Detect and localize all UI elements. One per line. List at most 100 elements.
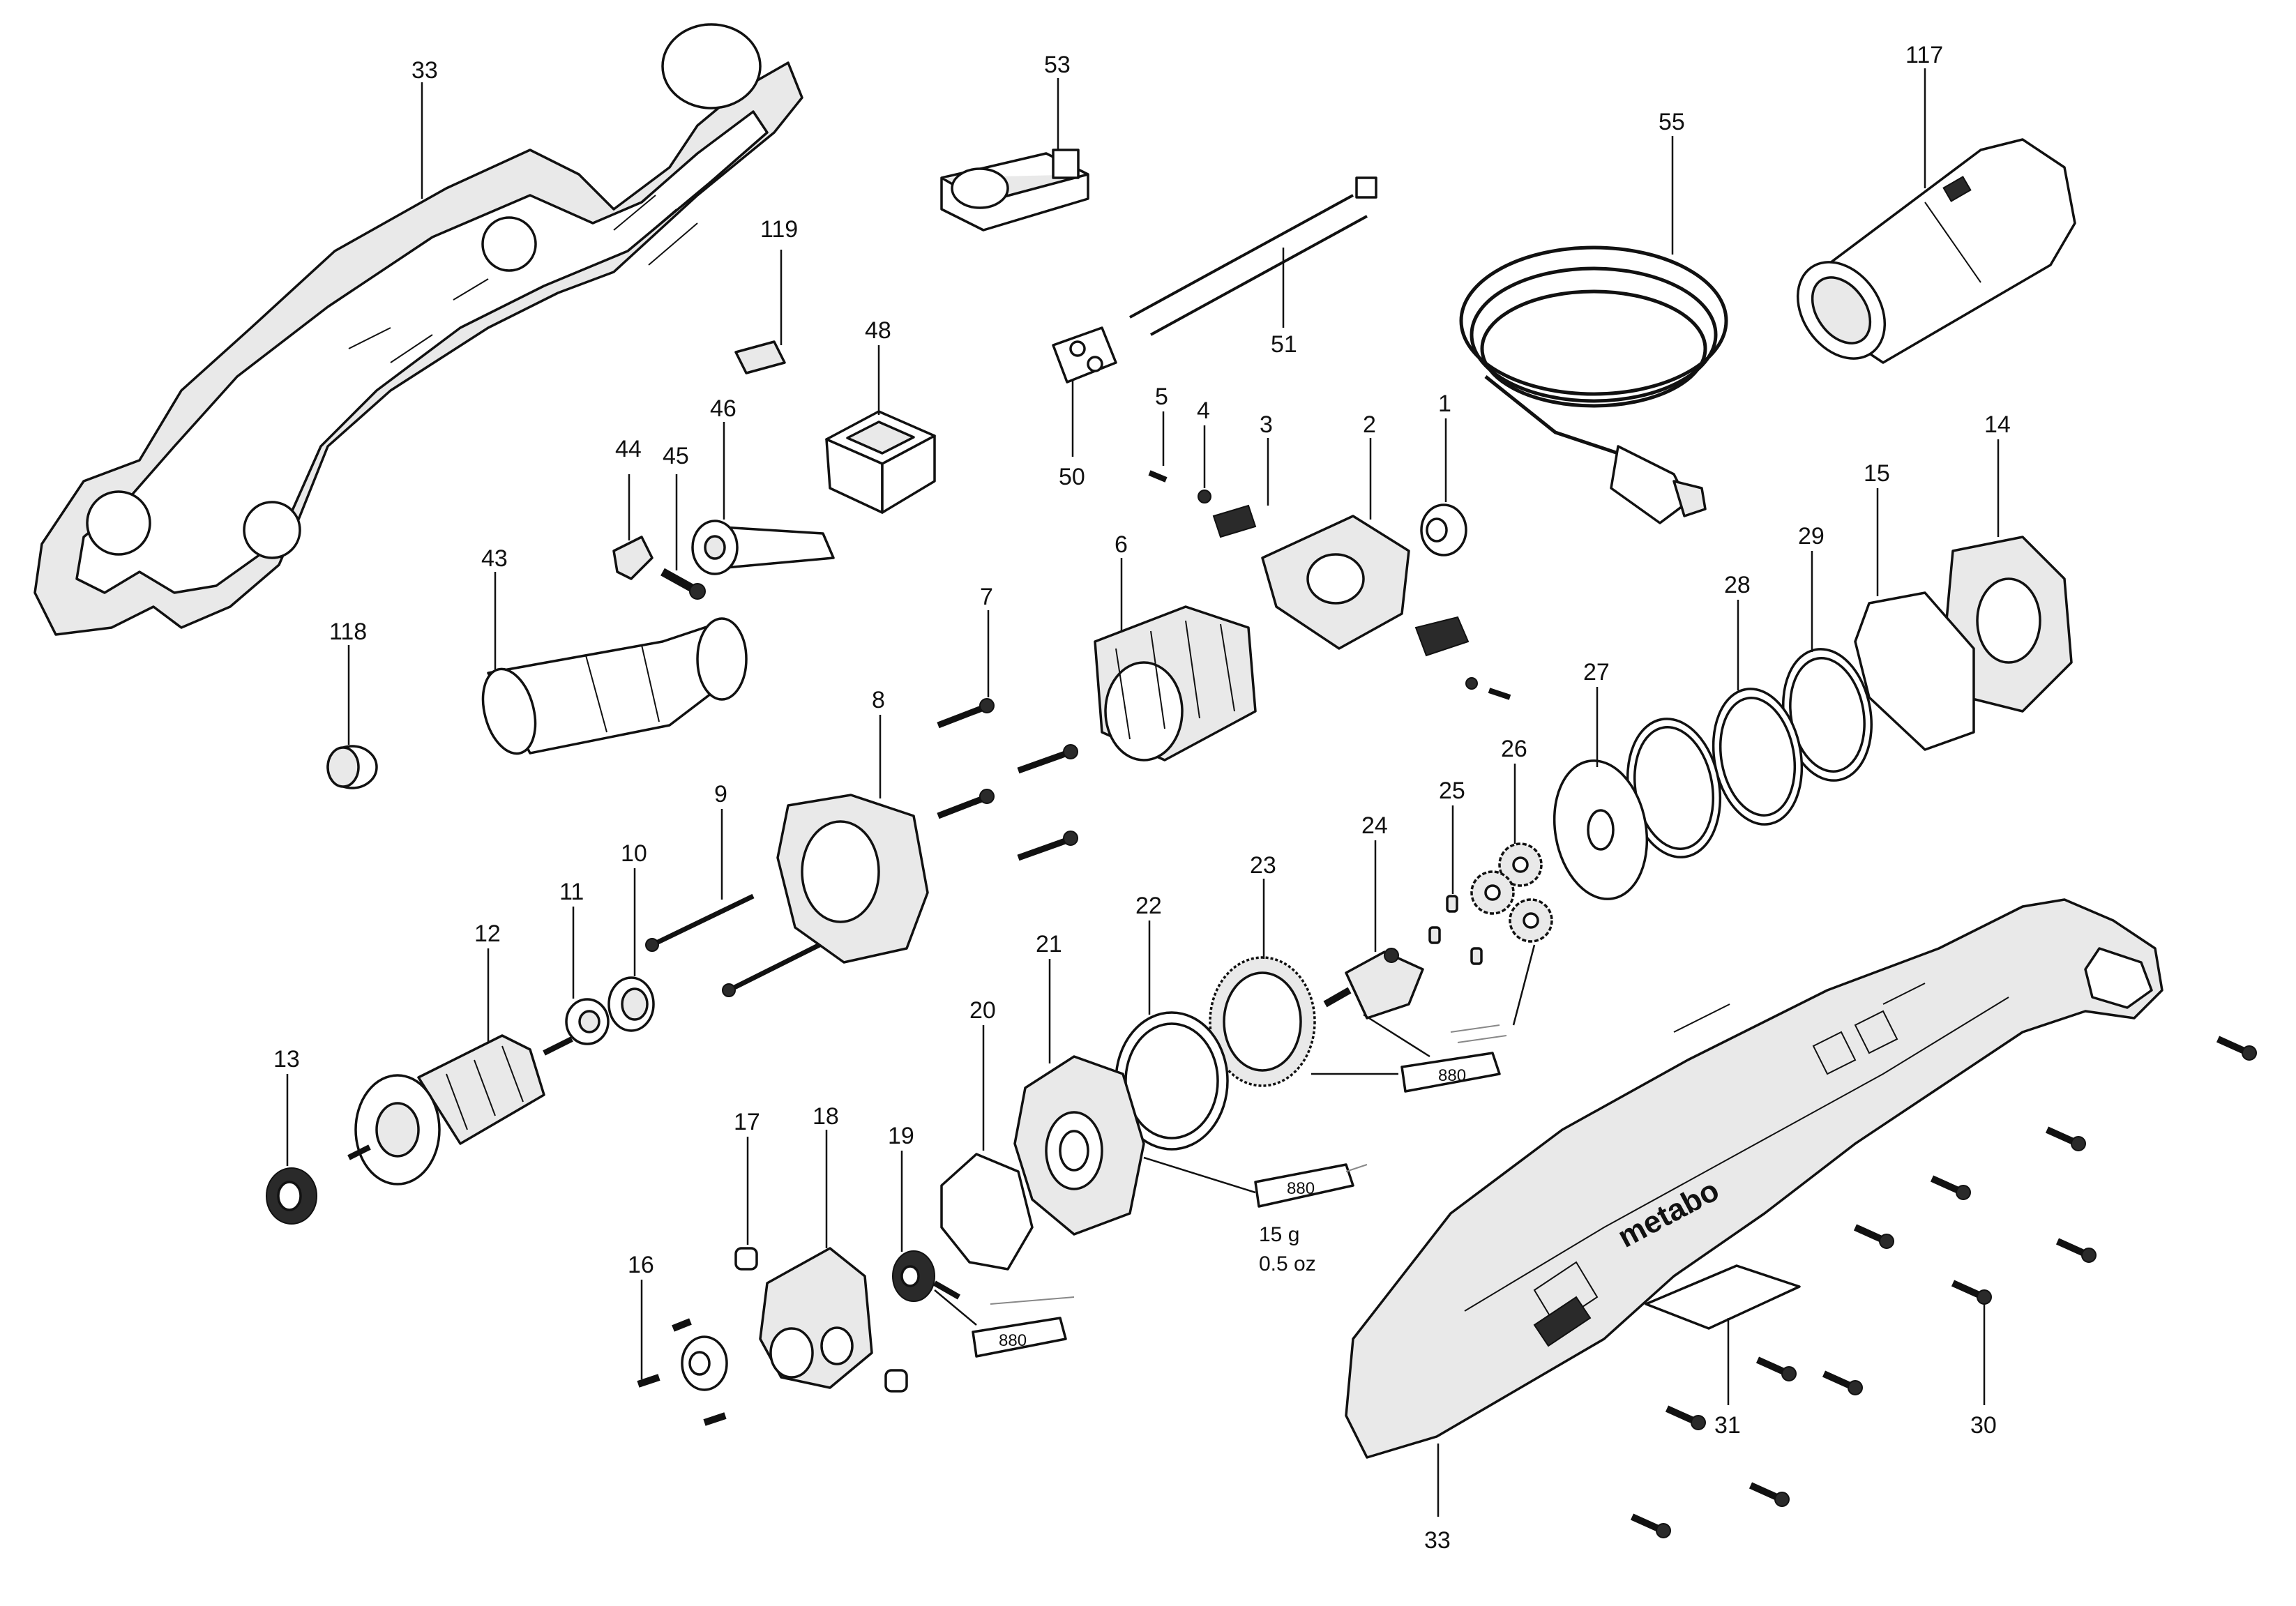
bolts-9	[645, 893, 821, 997]
screws-7	[937, 698, 1078, 861]
callout-55: 55	[1659, 109, 1685, 135]
planet-carrier-24	[1323, 948, 1424, 1020]
callout-117: 117	[1905, 42, 1943, 68]
leader-26-grease	[1512, 944, 1536, 1026]
bearing-plate-8	[776, 794, 929, 964]
callout-7: 7	[980, 584, 993, 610]
callout-23: 23	[1250, 852, 1276, 879]
callout-51: 51	[1271, 331, 1297, 358]
callout-27: 27	[1583, 659, 1610, 685]
clip-119	[734, 340, 786, 374]
callout-48: 48	[865, 317, 891, 344]
planet-gears-26	[1470, 842, 1553, 943]
callout-1: 1	[1438, 391, 1451, 417]
switch-48	[825, 410, 936, 514]
wire-tie	[1129, 176, 1377, 336]
callout-25: 25	[1439, 778, 1465, 804]
brush-holder-2	[1261, 515, 1410, 650]
callout-18: 18	[813, 1103, 839, 1130]
leader-21-grease	[1143, 1156, 1256, 1194]
ring-gear-23	[1209, 956, 1316, 1087]
callout-26: 26	[1501, 736, 1527, 762]
housing-half-right: metabo	[1345, 898, 2163, 1459]
grease-tube-a: 880	[1400, 1024, 1507, 1093]
pinion-19	[892, 1250, 960, 1302]
grease-code-c: 880	[999, 1331, 1027, 1350]
callout-15: 15	[1864, 460, 1890, 487]
front-cap	[1796, 138, 2076, 364]
grease-code-b: 880	[1287, 1179, 1315, 1198]
callout-43: 43	[481, 545, 508, 572]
callout-118: 118	[329, 619, 367, 645]
callout-10: 10	[621, 840, 647, 867]
callout-16: 16	[628, 1252, 654, 1278]
callout-5: 5	[1155, 384, 1168, 410]
grease-code-a: 880	[1438, 1066, 1466, 1085]
callout-45: 45	[663, 443, 689, 469]
grease-tube-b: 880	[1254, 1163, 1368, 1208]
label-31	[1645, 1264, 1801, 1330]
callout-24: 24	[1361, 812, 1388, 839]
callout-12: 12	[474, 921, 501, 947]
callout-11: 11	[559, 879, 584, 905]
callout-13: 13	[273, 1046, 300, 1073]
callout-14: 14	[1984, 411, 2011, 438]
callout-29: 29	[1798, 523, 1825, 550]
callout-17: 17	[734, 1109, 760, 1135]
pins-25	[1428, 895, 1483, 965]
callout-119: 119	[760, 216, 798, 243]
callout-44: 44	[615, 436, 642, 462]
gasket-15	[1854, 591, 1975, 751]
screws-30	[1630, 1036, 2257, 1538]
lever-44	[612, 536, 654, 580]
callout-30: 30	[1970, 1412, 1997, 1439]
armature-12	[347, 1034, 573, 1185]
callout-4: 4	[1197, 397, 1210, 424]
callout-2: 2	[1363, 411, 1376, 438]
callout-31: 31	[1714, 1412, 1741, 1439]
callout-19: 19	[888, 1123, 914, 1149]
stator-6	[1094, 605, 1257, 762]
leader-24-grease	[1363, 1013, 1430, 1058]
callout-3: 3	[1260, 411, 1273, 438]
flange-14	[1944, 536, 2073, 713]
callout-46: 46	[710, 395, 737, 422]
spring-4	[1198, 490, 1211, 503]
callout-33-bottom: 33	[1424, 1527, 1451, 1554]
callout-6: 6	[1115, 531, 1128, 558]
pins-17	[734, 1247, 908, 1393]
grease-tube-c: 880	[972, 1296, 1075, 1358]
housing-half-left	[33, 23, 803, 636]
power-cord	[1459, 245, 1728, 524]
callout-28: 28	[1724, 572, 1751, 598]
bushing-1	[1420, 503, 1467, 556]
callout-53: 53	[1044, 52, 1071, 78]
deflector-43	[481, 617, 748, 755]
washer-27	[1553, 759, 1649, 900]
bearing-10	[607, 976, 655, 1032]
brush-second	[1414, 616, 1511, 700]
cable-sleeve-46	[691, 520, 835, 575]
grease-amount-g: 15 g	[1259, 1223, 1299, 1246]
ring-22	[1115, 1011, 1229, 1151]
callout-50: 50	[1059, 464, 1085, 490]
gasket-20	[940, 1153, 1034, 1271]
callout-33-top: 33	[411, 57, 438, 84]
gear-housing-21	[1013, 1055, 1145, 1236]
screw-5	[1148, 470, 1168, 483]
screws-16	[637, 1318, 728, 1426]
brush-3	[1212, 504, 1257, 538]
bearing-13	[266, 1167, 317, 1225]
ring-28	[1712, 688, 1804, 826]
callout-9: 9	[714, 781, 727, 808]
callout-21: 21	[1036, 931, 1062, 957]
callout-20: 20	[969, 997, 996, 1024]
ring-29	[1782, 648, 1873, 782]
screw-45	[660, 568, 706, 600]
callout-22: 22	[1135, 893, 1162, 919]
bearing-11	[565, 998, 610, 1045]
bearing-cover-18	[759, 1247, 873, 1389]
grease-amount-oz: 0.5 oz	[1259, 1252, 1316, 1275]
electronic-module	[940, 149, 1089, 232]
cap-118	[326, 745, 378, 789]
